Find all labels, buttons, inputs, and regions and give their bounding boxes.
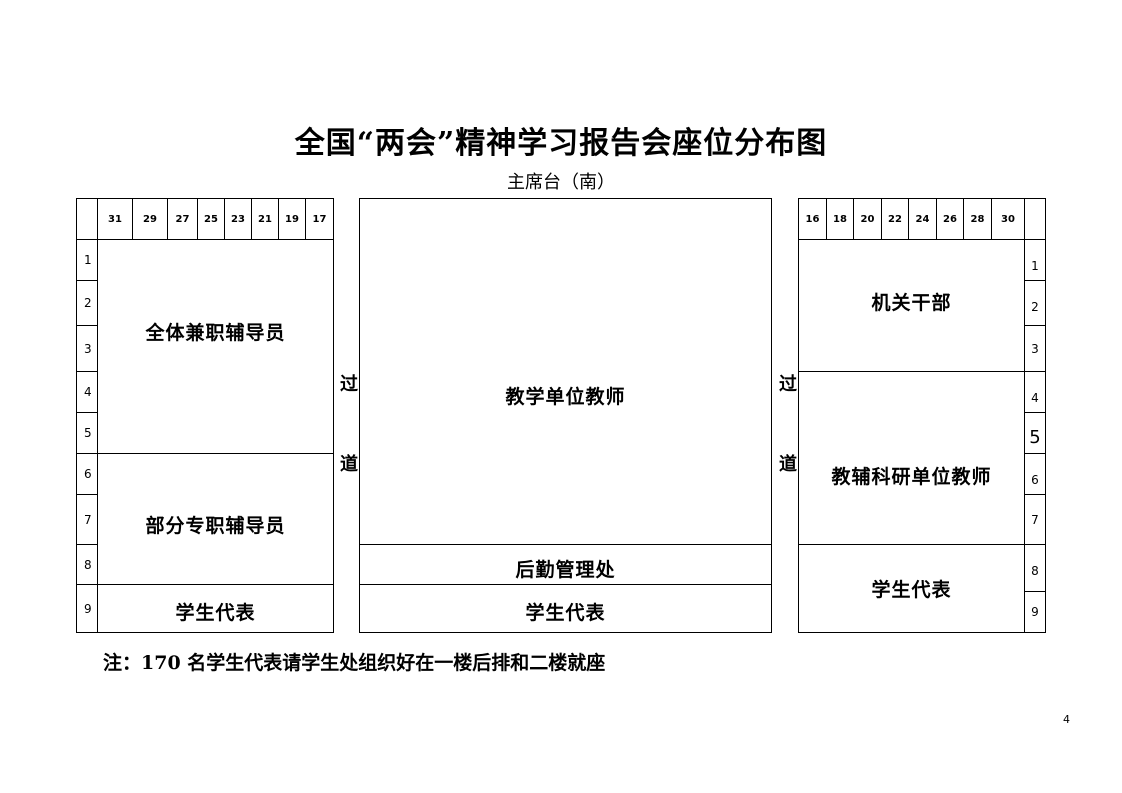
left-row-number: 1 (76, 239, 98, 281)
right-col-number: 26 (936, 198, 964, 240)
right-row-number: 5 (1024, 412, 1046, 454)
zone-student-reps-left: 学生代表 (97, 584, 334, 633)
left-col-number: 25 (197, 198, 225, 240)
left-col-number: 19 (278, 198, 306, 240)
left-col-number: 23 (224, 198, 252, 240)
right-col-number: 28 (963, 198, 992, 240)
left-row-number: 2 (76, 280, 98, 326)
left-row-number: 4 (76, 371, 98, 413)
right-row-number: 7 (1024, 494, 1046, 545)
right-row-number: 6 (1024, 453, 1046, 495)
left-col-number: 27 (167, 198, 198, 240)
left-row-number: 7 (76, 494, 98, 545)
page-title: 全国“两会”精神学习报告会座位分布图 (294, 126, 828, 161)
zone-logistics-office: 后勤管理处 (359, 544, 772, 585)
zone-student-reps-center: 学生代表 (359, 584, 772, 633)
right-col-number: 18 (826, 198, 854, 240)
left-corner-cell (76, 198, 98, 240)
zone-research-support-teachers: 教辅科研单位教师 (798, 371, 1025, 545)
right-row-number: 9 (1024, 591, 1046, 633)
left-row-number: 9 (76, 584, 98, 633)
left-col-number: 29 (132, 198, 168, 240)
zone-part-time-counselors: 全体兼职辅导员 (97, 239, 334, 454)
right-row-number: 3 (1024, 325, 1046, 372)
left-col-number: 21 (251, 198, 279, 240)
right-col-number: 30 (991, 198, 1025, 240)
right-col-number: 16 (798, 198, 827, 240)
right-row-number: 4 (1024, 371, 1046, 413)
aisle-label-bottom: 道 (779, 454, 797, 475)
left-row-number: 5 (76, 412, 98, 454)
left-row-number: 8 (76, 544, 98, 585)
right-row-number: 8 (1024, 544, 1046, 592)
aisle-label-bottom: 道 (340, 454, 358, 475)
right-row-number: 1 (1024, 239, 1046, 281)
aisle-label-top: 过 (779, 374, 797, 395)
zone-teaching-unit-teachers: 教学单位教师 (359, 198, 772, 545)
footnote: 注：170 名学生代表请学生处组织好在一楼后排和二楼就座 (103, 652, 606, 674)
left-row-number: 6 (76, 453, 98, 495)
left-row-number: 3 (76, 325, 98, 372)
zone-full-time-counselors: 部分专职辅导员 (97, 453, 334, 585)
right-col-number: 22 (881, 198, 909, 240)
stage-label: 主席台（南） (507, 172, 615, 193)
right-col-number: 24 (908, 198, 937, 240)
right-corner-cell (1024, 198, 1046, 240)
zone-administrative-cadres: 机关干部 (798, 239, 1025, 372)
aisle-label-top: 过 (340, 374, 358, 395)
left-col-number: 31 (97, 198, 133, 240)
right-col-number: 20 (853, 198, 882, 240)
page-number: 4 (1063, 713, 1070, 726)
right-row-number: 2 (1024, 280, 1046, 326)
zone-student-reps-right: 学生代表 (798, 544, 1025, 633)
left-col-number: 17 (305, 198, 334, 240)
